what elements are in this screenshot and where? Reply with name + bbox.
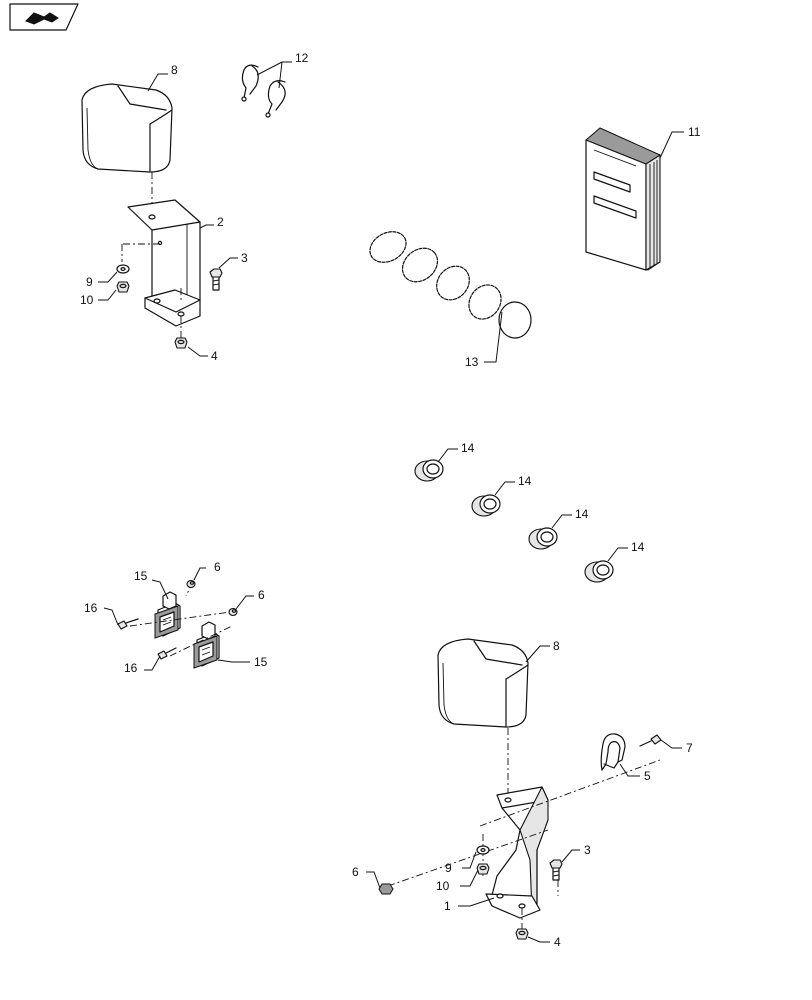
callout-6-lower: 6 xyxy=(352,865,359,879)
callout-9-upper: 9 xyxy=(86,275,93,289)
screw-16-upper xyxy=(117,618,139,630)
callout-11: 11 xyxy=(688,125,701,139)
callout-3-lower: 3 xyxy=(584,843,591,857)
washer-9-upper xyxy=(116,264,130,274)
back-navigation-icon[interactable] xyxy=(9,3,79,31)
callout-8-lower: 8 xyxy=(553,639,560,653)
callout-3-upper: 3 xyxy=(241,251,248,265)
callout-12: 12 xyxy=(295,51,309,65)
callout-6-middle: 6 xyxy=(258,588,265,602)
nut-4-upper xyxy=(174,337,188,349)
operators-manual-11 xyxy=(585,127,661,271)
callout-8-upper: 8 xyxy=(171,63,178,77)
screw-7 xyxy=(639,734,662,747)
callout-4-lower: 4 xyxy=(554,935,561,949)
callout-14-b: 14 xyxy=(518,474,532,488)
callout-15-lower: 15 xyxy=(254,655,268,669)
callout-labels: 8 12 2 3 9 10 4 11 13 14 14 14 14 15 6 1… xyxy=(80,51,701,949)
callout-7: 7 xyxy=(686,741,693,755)
callout-16-lower: 16 xyxy=(124,661,138,675)
plug-14-a xyxy=(414,459,444,482)
callout-6-upper: 6 xyxy=(214,560,221,574)
bolt-3-lower xyxy=(549,859,563,881)
switch-15-lower xyxy=(193,621,220,669)
screw-16-lower xyxy=(157,647,177,660)
callout-4-upper: 4 xyxy=(211,349,218,363)
callout-14-a: 14 xyxy=(461,441,475,455)
nut-10-upper xyxy=(116,281,130,293)
clamp-5 xyxy=(600,733,626,771)
plug-14-c xyxy=(528,527,558,550)
callout-10-lower: 10 xyxy=(436,879,450,893)
plug-14-d xyxy=(584,560,614,583)
lamp-bracket-1 xyxy=(485,786,549,919)
work-lamp-lower xyxy=(437,638,529,728)
nut-6-upper xyxy=(186,579,196,589)
nut-6-middle xyxy=(228,607,238,617)
leader-lines xyxy=(98,61,684,943)
work-lamp-upper xyxy=(81,83,173,173)
callout-1: 1 xyxy=(444,899,451,913)
callout-13: 13 xyxy=(465,355,479,369)
callout-16-upper: 16 xyxy=(84,601,98,615)
callout-10-upper: 10 xyxy=(80,293,94,307)
bolt-3-upper xyxy=(209,268,223,291)
grommet-rings-13 xyxy=(369,231,532,339)
switch-15-upper xyxy=(154,591,181,639)
clip-pair-12 xyxy=(241,64,286,118)
callout-14-d: 14 xyxy=(631,540,645,554)
nut-6-lower xyxy=(378,883,394,895)
nut-10-lower xyxy=(476,863,490,875)
callout-2: 2 xyxy=(217,215,224,229)
washer-9-lower xyxy=(476,845,490,855)
callout-15-upper: 15 xyxy=(134,569,148,583)
nut-4-lower xyxy=(515,928,529,940)
callout-9-lower: 9 xyxy=(445,861,452,875)
callout-5: 5 xyxy=(644,769,651,783)
lamp-bracket-2 xyxy=(127,199,201,327)
plug-14-b xyxy=(471,494,501,517)
callout-14-c: 14 xyxy=(575,507,589,521)
